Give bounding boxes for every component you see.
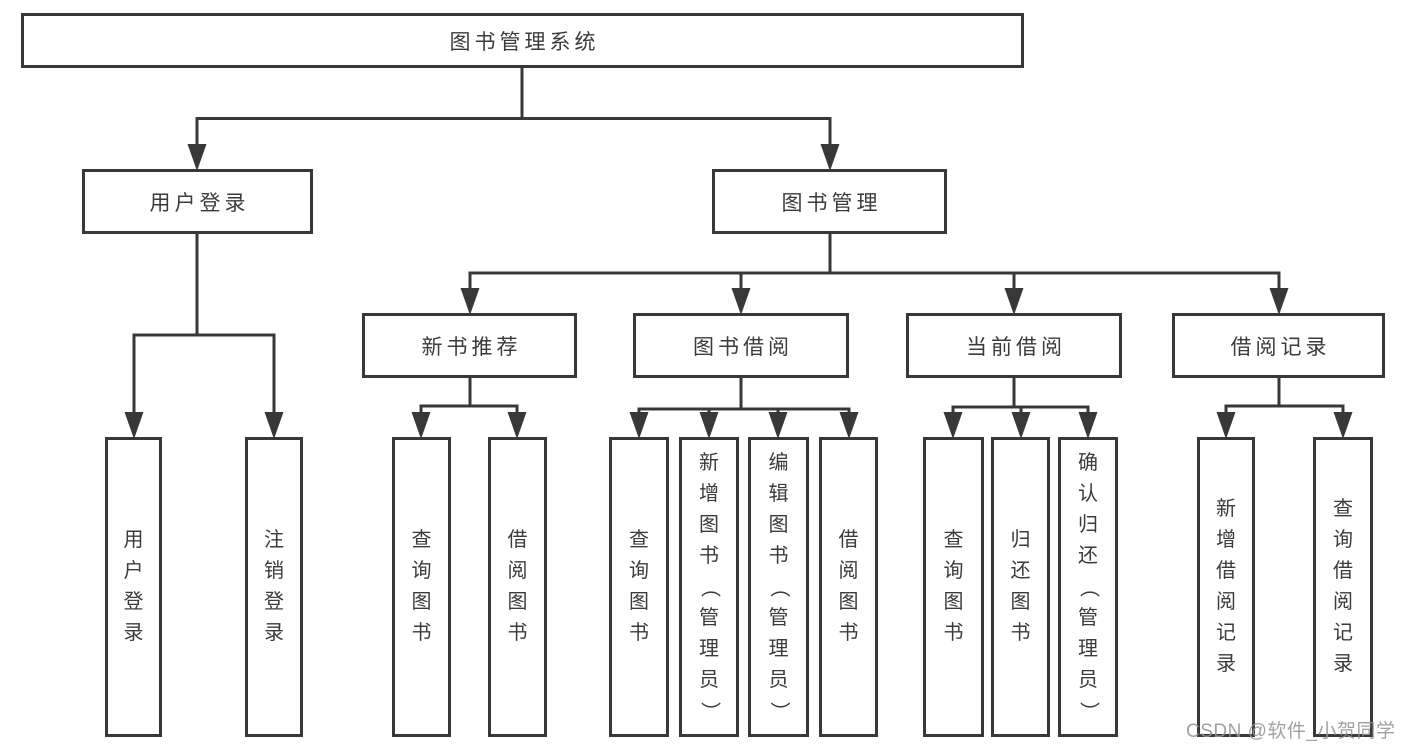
node-label: 编辑图书（管理员）	[768, 451, 790, 722]
node-root-system: 图书管理系统	[21, 13, 1024, 68]
connector-currentborrow-to-leaves	[943, 378, 1098, 439]
node-label: 借阅图书	[838, 529, 859, 644]
node-label: 新书推荐	[421, 335, 522, 359]
node-label: 归还图书	[1010, 529, 1031, 644]
leaf-user-login: 用户登录	[105, 437, 162, 737]
node-label: 新增图书（管理员）	[698, 451, 721, 722]
node-label: 用户登录	[123, 529, 144, 644]
node-label: 确认归还（管理员）	[1077, 451, 1100, 722]
node-user-login-module: 用户登录	[82, 169, 313, 234]
csdn-watermark: CSDN @软件_小贺同学	[1186, 721, 1396, 742]
node-label: 借阅图书	[507, 529, 528, 644]
connector-bookborrow-to-leaves	[629, 378, 859, 439]
leaf-borrow-edit-book-admin: 编辑图书（管理员）	[748, 437, 809, 737]
connector-userlogin-to-leaves	[124, 234, 284, 439]
leaf-current-query-book: 查询图书	[923, 437, 984, 737]
node-current-borrow: 当前借阅	[906, 313, 1122, 378]
node-label: 查询图书	[411, 529, 432, 644]
connector-bookmgmt-to-level3	[460, 234, 1289, 315]
node-book-borrow: 图书借阅	[633, 313, 849, 378]
leaf-current-return-book: 归还图书	[991, 437, 1050, 737]
node-label: 查询借阅记录	[1333, 498, 1353, 675]
leaf-records-add-record: 新增借阅记录	[1197, 437, 1255, 737]
leaf-newbook-query-book: 查询图书	[392, 437, 451, 737]
node-label: 新增借阅记录	[1216, 498, 1236, 675]
connector-root-to-level2	[187, 68, 840, 171]
node-label: 图书管理	[781, 191, 882, 215]
node-label: 借阅记录	[1230, 335, 1331, 359]
node-book-management: 图书管理	[712, 169, 947, 234]
connector-records-to-leaves	[1216, 378, 1353, 439]
node-label: 用户登录	[149, 191, 250, 215]
leaf-borrow-borrow-book: 借阅图书	[819, 437, 878, 737]
node-borrow-records: 借阅记录	[1172, 313, 1385, 378]
leaf-logout: 注销登录	[245, 437, 303, 737]
leaf-records-query-record: 查询借阅记录	[1313, 437, 1373, 737]
leaf-borrow-query-book: 查询图书	[609, 437, 669, 737]
leaf-borrow-add-book-admin: 新增图书（管理员）	[679, 437, 739, 737]
node-new-book-recommend: 新书推荐	[362, 313, 577, 378]
leaf-current-confirm-return-admin: 确认归还（管理员）	[1058, 437, 1118, 737]
node-label: 注销登录	[264, 529, 284, 644]
node-label: 图书管理系统	[449, 30, 600, 54]
node-label: 当前借阅	[966, 335, 1066, 359]
connector-newbook-to-leaves	[411, 378, 527, 439]
leaf-newbook-borrow-book: 借阅图书	[488, 437, 547, 737]
node-label: 查询图书	[943, 529, 964, 644]
node-label: 图书借阅	[693, 335, 793, 359]
node-label: 查询图书	[629, 529, 649, 644]
